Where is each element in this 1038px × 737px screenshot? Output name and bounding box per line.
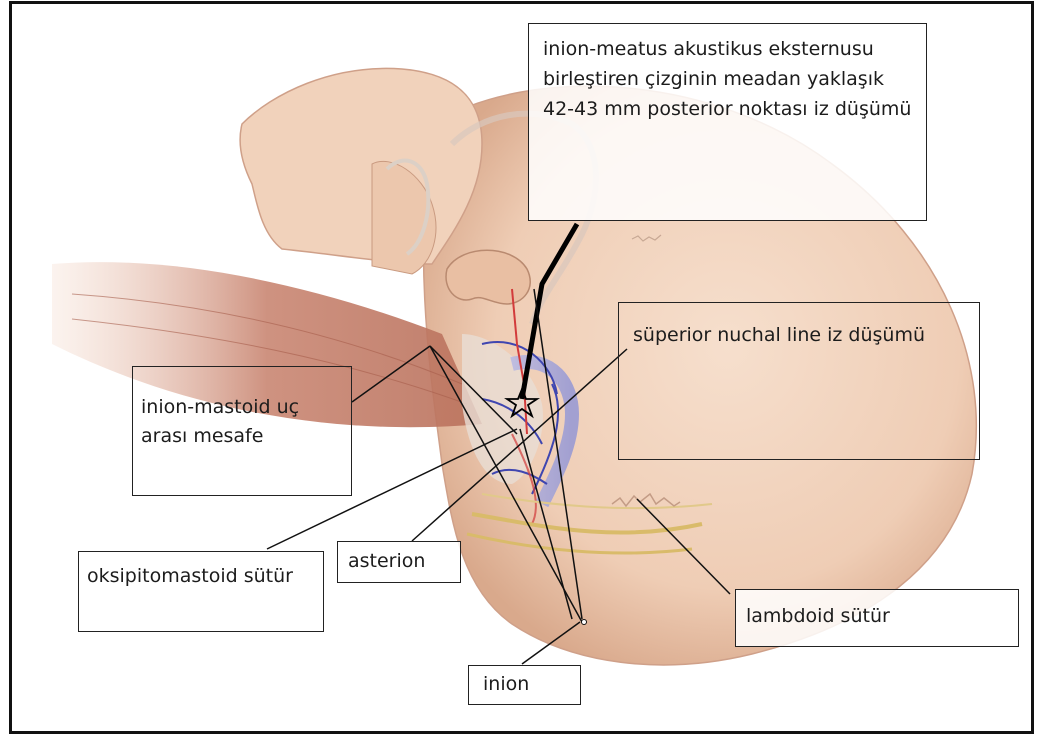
inion-mastoid-text: inion-mastoid uç arası mesafe: [141, 393, 343, 451]
asterion-box: asterion: [337, 541, 461, 583]
oksipitomastoid-text: oksipitomastoid sütür: [87, 562, 315, 591]
asterion-text: asterion: [348, 547, 450, 576]
meatus-note-text: inion-meatus akustikus eksternusu birleş…: [543, 34, 912, 124]
meatus-note-box: inion-meatus akustikus eksternusu birleş…: [528, 23, 927, 221]
figure-frame: inion-meatus akustikus eksternusu birleş…: [9, 1, 1034, 734]
lambdoid-box: lambdoid sütür: [735, 589, 1019, 647]
inion-box: inion: [468, 665, 581, 705]
superior-nuchal-box: süperior nuchal line iz düşümü: [618, 302, 980, 460]
oksipitomastoid-box: oksipitomastoid sütür: [78, 551, 324, 632]
face-shape: [240, 68, 482, 264]
inion-mastoid-box: inion-mastoid uç arası mesafe: [132, 366, 352, 496]
lambdoid-text: lambdoid sütür: [746, 602, 1008, 631]
inion-text: inion: [483, 670, 566, 699]
superior-nuchal-text: süperior nuchal line iz düşümü: [633, 321, 965, 350]
ear-shape: [446, 250, 530, 304]
